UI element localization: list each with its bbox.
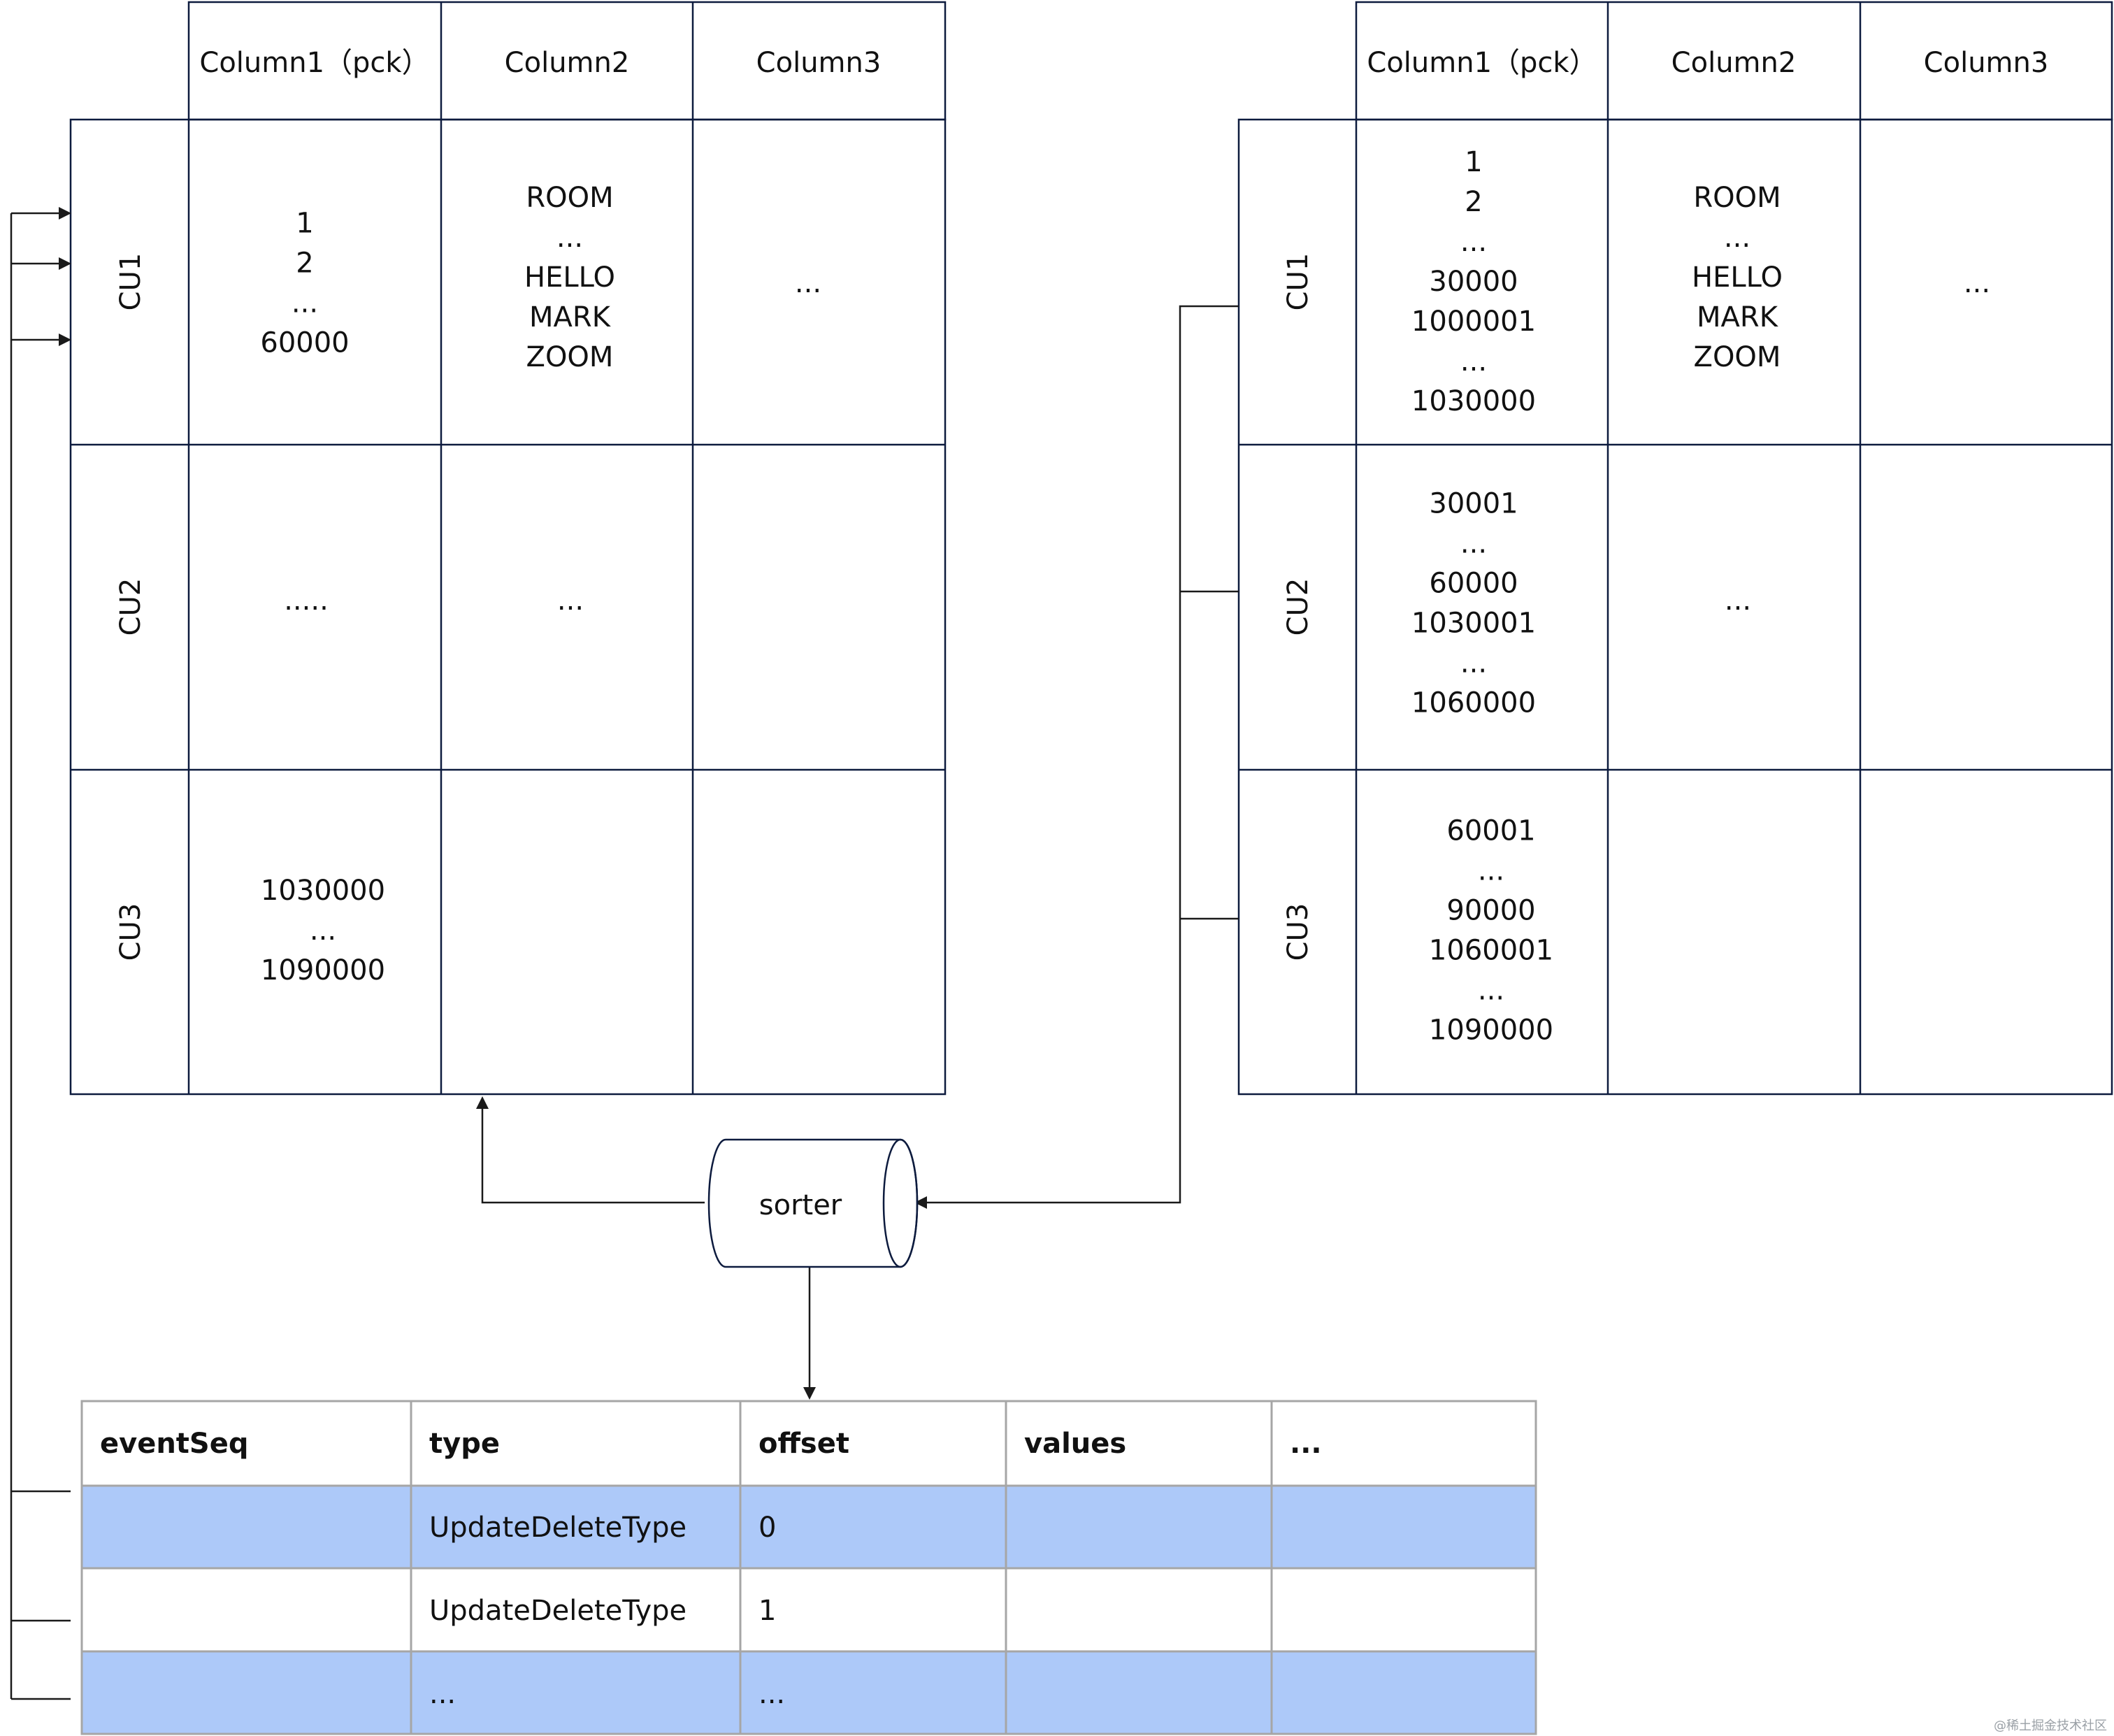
left-row-label-cu3: CU3 — [115, 903, 147, 961]
cell-line: HELLO — [1692, 261, 1783, 294]
cell-line: 1090000 — [1429, 1014, 1553, 1047]
cell-line: 1030001 — [1411, 608, 1536, 640]
cell-line: ... — [1964, 267, 1990, 299]
cell-line: 2 — [296, 248, 313, 280]
left-cu3-column1-values: 1030000... 1090000 — [261, 875, 385, 987]
cell-line: ... — [1460, 226, 1487, 258]
arrow-into-left-table-icon — [476, 1096, 489, 1109]
cell-line: 90000 — [1446, 895, 1535, 927]
right-row-label-cu2: CU2 — [1282, 578, 1314, 636]
event-row-1-offset: 0 — [758, 1512, 776, 1544]
event-row-1-type: UpdateDeleteType — [429, 1512, 686, 1544]
cell-line: ZOOM — [526, 341, 614, 373]
event-row-3-highlight — [82, 1651, 1536, 1734]
cell-line: ROOM — [526, 182, 613, 214]
cell-line: ... — [1725, 584, 1751, 617]
cell-line: ... — [1478, 855, 1504, 887]
cell-line: 60000 — [1429, 568, 1518, 600]
right-cu3-column1-values: 60001... 90000 1060001... 1090000 — [1429, 815, 1553, 1047]
connectors — [10, 207, 1239, 1700]
right-header-column2: Column2 — [1671, 47, 1797, 79]
sorter-cylinder: sorter — [707, 1138, 919, 1268]
cell-line: 1 — [296, 208, 313, 240]
cell-line: ... — [1478, 975, 1504, 1007]
event-header-type: type — [429, 1428, 500, 1460]
cell-line: ... — [310, 914, 336, 947]
left-row-label-cu2: CU2 — [115, 578, 147, 636]
cell-line: ..... — [284, 584, 329, 617]
cell-line: ... — [557, 584, 584, 617]
cell-line: 1030000 — [261, 875, 385, 907]
arrow-into-sorter-icon — [914, 1196, 927, 1209]
event-row-3-type: ... — [429, 1678, 456, 1710]
cell-line: ... — [1460, 647, 1487, 680]
event-header-more: ... — [1290, 1428, 1322, 1460]
cell-line: MARK — [1697, 301, 1779, 333]
right-cu2-column2-values: ... — [1725, 584, 1751, 617]
cell-line: ROOM — [1693, 182, 1781, 214]
left-table: Column1（pck） Column2 Column3 CU1 CU2 CU3… — [69, 1, 947, 1096]
event-row-2-offset: 1 — [758, 1595, 776, 1627]
left-cu2-column2-values: ... — [557, 584, 584, 617]
left-row-label-cu1: CU1 — [115, 253, 147, 311]
left-cu1-column2-values: ROOM... HELLO MARK ZOOM — [524, 182, 615, 373]
feedback-arrowhead-2-icon — [59, 257, 71, 270]
cell-line: MARK — [529, 301, 612, 333]
left-cu2-column1-values: ..... — [284, 584, 329, 617]
cell-line: 30001 — [1429, 488, 1518, 520]
cell-line: ... — [1724, 222, 1750, 254]
watermark: @稀土掘金技术社区 — [1994, 1719, 2107, 1733]
cell-line: 1000001 — [1411, 306, 1536, 338]
right-bracket-connector — [917, 305, 1239, 1204]
cell-line: 1 — [1465, 146, 1482, 178]
cell-line: ... — [795, 267, 821, 299]
event-row-3-offset: ... — [758, 1678, 785, 1710]
cell-line: ... — [1460, 528, 1487, 560]
sorter-to-left-table-connector — [481, 1100, 705, 1204]
right-cu2-column1-values: 30001... 60000 1030001... 1060000 — [1411, 488, 1536, 719]
left-header-column1: Column1（pck） — [199, 47, 429, 79]
arrow-into-event-table-icon — [803, 1387, 816, 1400]
cell-line: 60001 — [1446, 815, 1535, 847]
sorter-label: sorter — [759, 1189, 842, 1221]
cell-line: 1030000 — [1411, 385, 1536, 417]
feedback-arrowhead-3-icon — [59, 333, 71, 346]
cell-line: 30000 — [1429, 266, 1518, 298]
cell-line: 1090000 — [261, 954, 385, 987]
left-header-column2: Column2 — [505, 47, 630, 79]
cell-line: ... — [1460, 345, 1487, 378]
right-cu1-column1-values: 1 2... 30000 1000001... 1030000 — [1411, 146, 1536, 417]
right-header-column3: Column3 — [1924, 47, 2049, 79]
cell-line: 1060001 — [1429, 935, 1553, 967]
right-cu1-column3-values: ... — [1964, 267, 1990, 299]
event-header-offset: offset — [758, 1428, 849, 1460]
cell-line: ZOOM — [1694, 341, 1781, 373]
left-header-column3: Column3 — [756, 47, 882, 79]
event-row-1-highlight — [82, 1486, 1536, 1568]
event-row-2-type: UpdateDeleteType — [429, 1595, 686, 1627]
cell-line: HELLO — [524, 261, 615, 294]
cell-line: ... — [292, 287, 318, 320]
event-header-eventseq: eventSeq — [100, 1428, 249, 1460]
cell-line: 60000 — [260, 327, 349, 359]
right-table: Column1（pck） Column2 Column3 CU1 CU2 CU3… — [1237, 1, 2113, 1096]
cell-line: ... — [556, 222, 583, 254]
right-header-column1: Column1（pck） — [1367, 47, 1597, 79]
cell-line: 2 — [1465, 186, 1482, 218]
right-row-label-cu1: CU1 — [1282, 253, 1314, 311]
right-cu1-column2-values: ROOM... HELLO MARK ZOOM — [1692, 182, 1783, 373]
left-cu1-column1-values: 1 2... 60000 — [260, 208, 349, 359]
cell-line: 1060000 — [1411, 687, 1536, 719]
event-table: eventSeq type offset values ... UpdateDe… — [80, 1400, 1537, 1735]
event-header-values: values — [1024, 1428, 1126, 1460]
right-row-label-cu3: CU3 — [1282, 903, 1314, 961]
feedback-arrowhead-1-icon — [59, 207, 71, 220]
left-cu1-column3-values: ... — [795, 267, 821, 299]
